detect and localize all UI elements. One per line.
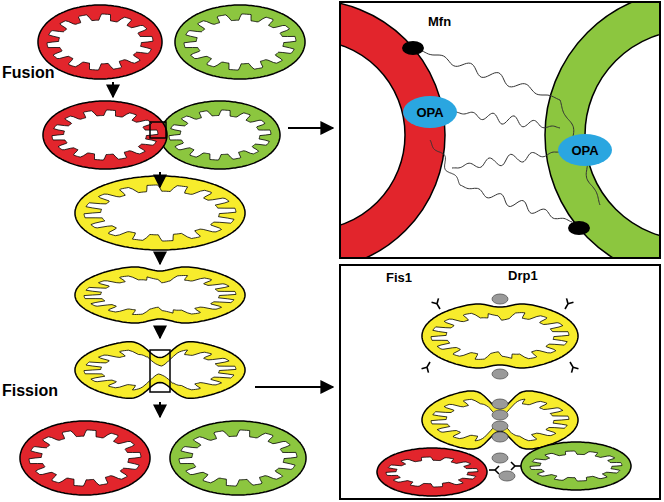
tether-line xyxy=(452,152,560,168)
label-text: Fission xyxy=(2,382,58,400)
label-text: Fis1 xyxy=(386,270,412,285)
mitochondrion-outer xyxy=(75,342,245,398)
inner-membrane xyxy=(341,40,405,230)
outer-membrane xyxy=(341,3,445,257)
fis1-receptor xyxy=(489,466,499,474)
fis1-receptor xyxy=(422,360,434,373)
inner-membrane xyxy=(585,30,659,240)
mitochondrion-outer xyxy=(38,5,162,79)
label-text: Drp1 xyxy=(508,268,538,283)
cristae xyxy=(530,451,622,481)
mitochondrion-outer xyxy=(521,442,631,490)
label-text: Mfn xyxy=(428,14,451,29)
outer-membrane xyxy=(545,3,659,257)
tether-line xyxy=(420,50,560,100)
cristae xyxy=(47,14,153,70)
cristae xyxy=(179,430,297,486)
drp1-protein xyxy=(492,453,508,463)
mitochondrion-outer xyxy=(175,5,305,79)
cristae xyxy=(386,457,478,487)
fis1-receptor xyxy=(562,298,574,311)
cristae xyxy=(184,14,296,70)
mitochondrion-outer xyxy=(422,304,578,368)
cristae xyxy=(431,313,569,360)
protein-ellipse: OPA xyxy=(403,96,457,128)
cristae xyxy=(84,185,236,241)
drp1-protein xyxy=(492,294,508,304)
fis1-receptor xyxy=(432,298,444,311)
mitochondrion-outer xyxy=(20,421,150,495)
protein-ellipse: OPA xyxy=(558,134,612,166)
mitochondrion-outer xyxy=(43,101,167,169)
fis1-receptor xyxy=(567,360,579,373)
node-text: OPA xyxy=(571,143,598,158)
ellipse-fill xyxy=(403,96,457,128)
drp1-protein xyxy=(492,421,508,431)
tether-line xyxy=(430,140,460,185)
cristae xyxy=(84,350,236,390)
label-text: Fusion xyxy=(2,64,54,82)
mfn-protein xyxy=(568,221,590,235)
drp1-protein xyxy=(492,432,508,442)
cristae xyxy=(52,110,158,160)
cristae xyxy=(169,110,271,160)
drp1-protein xyxy=(492,399,508,409)
fis1-receptor xyxy=(511,462,521,470)
ellipse-fill xyxy=(558,134,612,166)
mitochondrion-outer xyxy=(170,421,306,495)
drp1-protein xyxy=(499,471,515,481)
mitochondrion-outer xyxy=(75,176,245,250)
mitochondrion-outer xyxy=(377,448,487,496)
mitochondrion-outer xyxy=(160,101,280,169)
cristae xyxy=(29,430,141,486)
mitochondrion-outer xyxy=(75,267,245,323)
node-text: OPA xyxy=(416,105,443,120)
tether-line xyxy=(460,185,572,222)
mfn-protein xyxy=(402,41,424,55)
drp1-protein xyxy=(492,369,508,379)
cristae xyxy=(84,276,236,315)
mitochondrion-outer xyxy=(422,391,578,449)
tether-line xyxy=(456,112,560,128)
drp1-protein xyxy=(492,410,508,420)
